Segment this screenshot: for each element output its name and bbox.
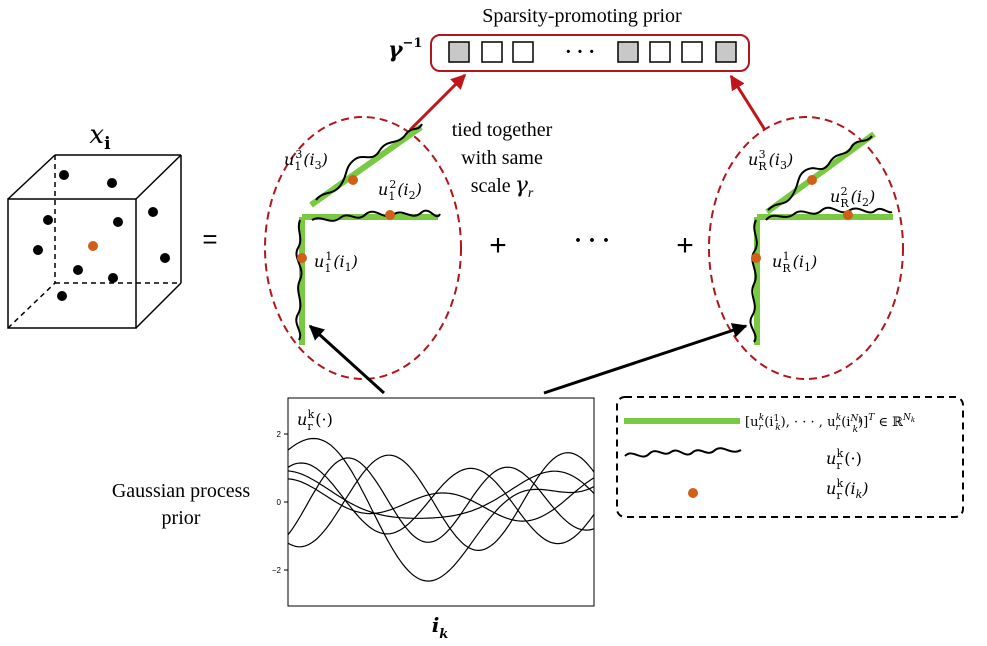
label-u1-mode1: u11(i1) bbox=[314, 250, 358, 275]
gamma-inverse-label: γ−1 bbox=[388, 36, 422, 63]
gp-sample-curve bbox=[287, 457, 595, 543]
arrow-component1-to-prior bbox=[408, 73, 467, 132]
cube-edge-hidden bbox=[7, 282, 56, 329]
gp-yticks: 2 0 −2 bbox=[272, 430, 288, 575]
tensor-entry bbox=[108, 273, 118, 283]
label-uR-mode2: uR2(i2) bbox=[830, 185, 875, 210]
cube-edge bbox=[7, 154, 56, 200]
arrow-componentR-to-prior bbox=[729, 74, 767, 131]
legend-function-label: urk(·) bbox=[826, 447, 862, 472]
factor-point-mode1 bbox=[297, 253, 307, 263]
tie-note-line2: with same bbox=[461, 147, 543, 169]
prior-cell-active bbox=[617, 41, 639, 63]
label-u1-mode2: u12(i2) bbox=[378, 178, 422, 203]
factor-point-mode3 bbox=[348, 175, 358, 185]
tensor-entry bbox=[59, 170, 69, 180]
gp-sample-curve bbox=[287, 452, 595, 552]
tensor-label: xi bbox=[89, 120, 111, 154]
cube-edge bbox=[135, 154, 182, 200]
sparsity-prior: Sparsity-promoting prior γ−1 · · · bbox=[388, 5, 750, 72]
factor-point-mode1 bbox=[751, 253, 761, 263]
arrow-gp-to-componentR bbox=[543, 323, 748, 395]
legend-box bbox=[616, 396, 964, 518]
gp-sample-curves bbox=[287, 437, 595, 582]
equals-sign: = bbox=[202, 224, 217, 254]
gp-label-line2: prior bbox=[162, 507, 201, 529]
prior-cell-active bbox=[715, 41, 737, 63]
factor-point-mode2 bbox=[843, 210, 853, 220]
prior-cell-inactive bbox=[481, 41, 503, 63]
gp-section: Gaussian process prior 2 0 −2 urk(·) ik bbox=[112, 397, 595, 642]
legend-curve-sample bbox=[624, 447, 742, 458]
factor-point-mode3 bbox=[807, 175, 817, 185]
factor-curve-mode3 bbox=[767, 135, 873, 211]
component-1: u13(i3) u12(i2) u11(i1) bbox=[264, 116, 462, 380]
arrow-gp-to-component1 bbox=[308, 324, 386, 395]
gp-sample-curve bbox=[287, 462, 595, 545]
plus-sign-2: + bbox=[676, 229, 694, 262]
component-ellipsis: · · · bbox=[574, 228, 610, 254]
ytick-label: 2 bbox=[277, 430, 282, 439]
cube-edge bbox=[135, 282, 182, 329]
gp-xlabel: ik bbox=[432, 613, 449, 642]
ytick-label: −2 bbox=[272, 566, 282, 575]
gp-sample-curve bbox=[287, 437, 595, 582]
tensor-observed-entry bbox=[88, 241, 98, 251]
label-u1-mode3: u13(i3) bbox=[284, 148, 328, 173]
gp-sample-curve bbox=[287, 470, 595, 519]
tensor-entry bbox=[43, 215, 53, 225]
factor-curve-mode1 bbox=[295, 219, 303, 341]
gp-plot-label: urk(·) bbox=[297, 408, 333, 433]
ytick-label: 0 bbox=[277, 498, 282, 507]
gp-label-line1: Gaussian process bbox=[112, 480, 251, 502]
label-uR-mode1: uR1(i1) bbox=[772, 250, 817, 275]
component-R-ellipse bbox=[708, 116, 904, 380]
prior-cell-inactive bbox=[512, 41, 534, 63]
tensor-entry bbox=[73, 265, 83, 275]
factor-point-mode2 bbox=[385, 210, 395, 220]
component-1-ellipse bbox=[264, 116, 462, 380]
cube-front-face bbox=[7, 198, 137, 329]
component-R: uR3(i3) uR2(i2) uR1(i1) bbox=[708, 116, 904, 380]
tensor-cube: xi bbox=[7, 120, 182, 329]
tensor-entry bbox=[160, 253, 170, 263]
plus-sign-1: + bbox=[489, 229, 507, 262]
tensor-entry bbox=[148, 207, 158, 217]
prior-cell-inactive bbox=[649, 41, 671, 63]
label-uR-mode3: uR3(i3) bbox=[748, 148, 793, 173]
gp-sample-curve bbox=[287, 477, 595, 522]
tensor-entry bbox=[107, 178, 117, 188]
tensor-entry bbox=[113, 217, 123, 227]
prior-ellipsis: · · · bbox=[565, 41, 595, 63]
gp-plot-frame bbox=[287, 397, 595, 607]
factor-bar-mode3 bbox=[765, 131, 876, 215]
tensor-entry bbox=[33, 245, 43, 255]
factor-curve-mode2 bbox=[765, 206, 893, 221]
legend-point-marker bbox=[688, 488, 698, 498]
factor-curve-mode3 bbox=[315, 123, 423, 201]
prior-cells: · · · bbox=[448, 41, 737, 63]
legend-point-label: urk(ik) bbox=[826, 477, 869, 502]
prior-cell-inactive bbox=[681, 41, 703, 63]
tie-note-line1: tied together bbox=[452, 119, 553, 141]
factor-curve-mode2 bbox=[311, 209, 441, 222]
tensor-entry bbox=[57, 291, 67, 301]
prior-title: Sparsity-promoting prior bbox=[482, 5, 682, 27]
factor-curve-mode1 bbox=[749, 219, 758, 343]
prior-cell-active bbox=[448, 41, 470, 63]
